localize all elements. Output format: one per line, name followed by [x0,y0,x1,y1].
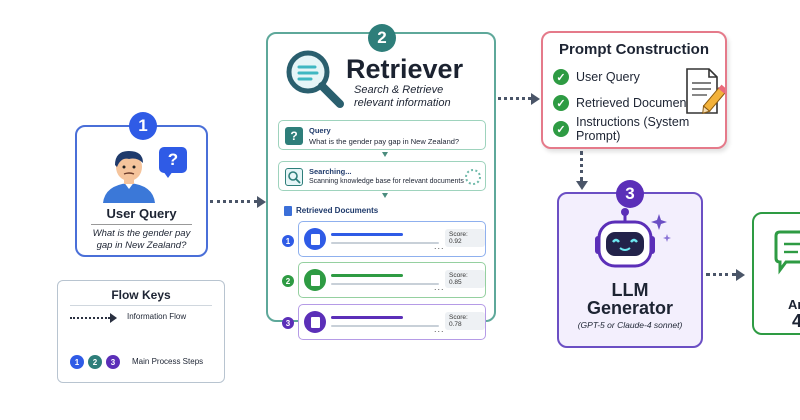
arrowhead-1 [257,196,266,208]
check-icon: ✓ [553,69,569,85]
question-bubble-icon: ? [159,147,187,173]
doc-1-more: ... [434,241,445,251]
retrieved-doc-icon [284,206,292,216]
search-icon [285,168,303,186]
prompt-item-retrieved-docs: ✓Retrieved Documents [553,90,725,116]
doc-3-number: 3 [282,317,294,329]
doc-1-bar [331,233,403,236]
check-icon: ✓ [553,95,569,111]
retrieved-label: Retrieved Documents [296,206,379,215]
flow-arrow-2 [498,97,531,100]
retriever-card: Retriever Search & Retrieve relevant inf… [266,32,496,340]
step-2-badge: 2 [368,24,396,52]
user-query-card: ? User Query What is the gender pay gap … [75,125,208,257]
llm-card: LLM Generator (GPT-5 or Claude-4 sonnet) [557,192,703,348]
retriever-subtitle-1: Search & Retrieve [354,84,444,96]
flow-arrow-3 [580,151,583,181]
llm-title-2: Generator [586,298,674,318]
magnifier-icon [286,50,344,108]
searching-arrow [382,193,388,198]
key-step-3: 3 [106,355,120,369]
flow-arrow-1 [210,200,257,203]
doc-1-score: Score: 0.92 [445,229,485,247]
llm-title-1: LLM [611,280,649,300]
doc-2-more: ... [434,282,445,292]
doc-2-line [331,283,439,285]
arrowhead-4 [736,269,745,281]
answer-value: 4 [792,311,800,331]
prompt-construction-title: Prompt Construction [559,41,709,58]
query-text: What is the gender pay gap in New Zealan… [309,137,460,146]
doc-3-score: Score: 0.78 [445,312,485,330]
query-help-icon: ? [285,127,303,145]
doc-2-bar [331,274,403,277]
flow-keys-card: Flow Keys Information Flow 1 2 3 Main Pr… [57,280,225,383]
doc-1-line [331,242,439,244]
llm-subtitle: (GPT-5 or Claude-4 sonnet) [577,320,683,330]
doc-2-score: Score: 0.85 [445,270,485,288]
arrowhead-2 [531,93,540,105]
document-icon [304,269,326,291]
doc-3-line [331,325,439,327]
doc-3-more: ... [434,324,445,334]
retriever-title: Retriever [346,54,464,84]
answer-card: Ar 4 [752,212,800,335]
chat-bubble-icon [774,230,800,275]
user-query-title: User Query [106,206,177,221]
document-icon [304,228,326,250]
doc-2-number: 2 [282,275,294,287]
key-step-1: 1 [70,355,84,369]
flow-key-steps-label: Main Process Steps [132,357,204,366]
prompt-item-instructions: ✓Instructions (System Prompt) [553,115,725,143]
doc-3-card: Score: 0.78 ... [298,304,486,340]
query-label: Query [309,126,331,135]
check-icon: ✓ [553,121,569,137]
prompt-items: ✓User Query ✓Retrieved Documents ✓Instru… [553,64,725,143]
user-avatar-icon [103,151,155,203]
document-pencil-icon [686,68,725,114]
searching-box: Searching... Scanning knowledge base for… [278,161,486,191]
flow-key-info-label: Information Flow [127,312,187,321]
retriever-subtitle-2: relevant information [354,97,451,109]
robot-icon [595,208,671,268]
query-arrow [382,152,388,157]
flow-key-arrow [70,317,110,319]
searching-label: Searching... [309,167,352,176]
document-icon [304,311,326,333]
searching-text: Scanning knowledge base for relevant doc… [309,178,464,185]
answer-label: Ar [788,297,800,312]
doc-3-bar [331,316,403,319]
key-step-2: 2 [88,355,102,369]
doc-2-card: Score: 0.85 ... [298,262,486,298]
query-box: ? Query What is the gender pay gap in Ne… [278,120,486,150]
flow-arrow-4 [706,273,736,276]
bubble-tail [163,171,173,178]
user-query-question: What is the gender pay gap in New Zealan… [92,228,191,251]
doc-1-card: Score: 0.92 ... [298,221,486,257]
step-3-badge: 3 [616,180,644,208]
flow-key-arrowhead [110,313,117,323]
prompt-construction-card: Prompt Construction ✓User Query ✓Retriev… [541,31,727,149]
step-1-badge: 1 [129,112,157,140]
arrowhead-3 [576,181,588,190]
doc-1-number: 1 [282,235,294,247]
loading-spinner-icon [465,169,481,185]
divider [91,224,192,225]
prompt-item-user-query: ✓User Query [553,64,725,90]
flow-keys-title: Flow Keys [111,288,171,302]
flow-key-divider [70,305,212,306]
